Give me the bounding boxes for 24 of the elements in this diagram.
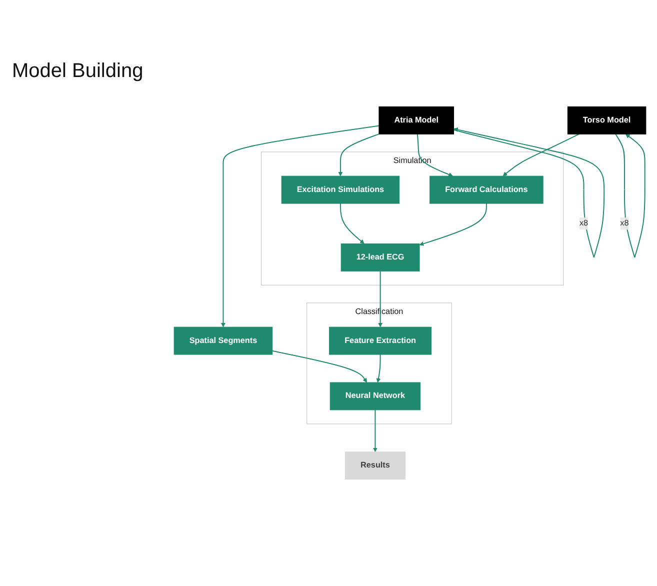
node-box: Neural Network [330, 382, 421, 410]
edge-label: x8 [579, 219, 588, 228]
arrow [416, 134, 453, 177]
arrow [340, 204, 364, 244]
arrow [372, 410, 378, 452]
arrow [454, 127, 605, 258]
arrow [376, 354, 381, 383]
arrow [220, 125, 380, 328]
node-box: Results [345, 452, 406, 480]
arrow [615, 134, 646, 258]
section-label: Model Building [12, 60, 144, 83]
arrow [502, 134, 580, 176]
node-box: Feature Extraction [329, 326, 432, 355]
node-box: Atria Model [378, 106, 454, 134]
node-box: Excitation Simulations [281, 176, 400, 204]
node-box: Spatial Segments [174, 326, 273, 355]
arrow [378, 271, 383, 328]
arrow [419, 204, 487, 246]
arrow [338, 134, 380, 176]
node-box: 12-lead ECG [340, 243, 420, 272]
edge-label: x8 [620, 219, 629, 228]
node-box: Forward Calculations [430, 176, 544, 204]
node-box: Torso Model [567, 106, 646, 134]
arrow [272, 350, 367, 383]
